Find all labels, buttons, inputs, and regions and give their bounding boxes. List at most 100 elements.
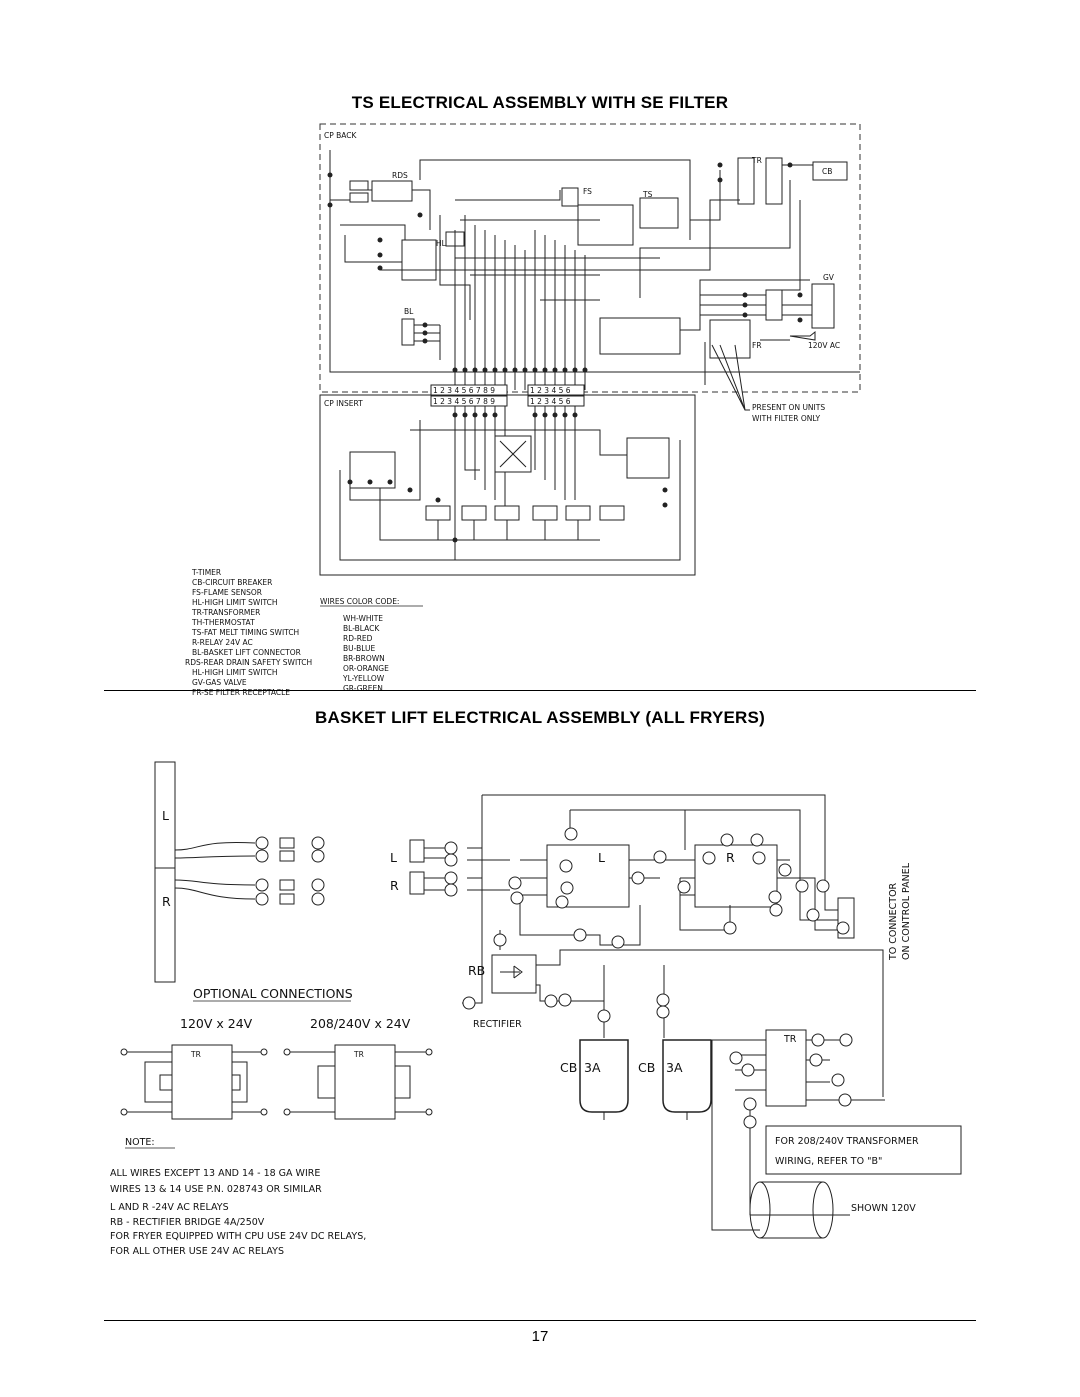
timer-right: [626, 437, 670, 479]
actuator-l-label: L: [162, 808, 169, 823]
section-divider: [104, 690, 976, 691]
tr-label: TR: [751, 156, 762, 165]
wire-color-legend: WIRES COLOR CODE: WH-WHITE BL-BLACK RD-R…: [320, 597, 423, 693]
basket-lift-schematic: L R L R L R TO CONNECTOR ON: [110, 761, 962, 1257]
optional-connections-title: OPTIONAL CONNECTIONS: [193, 986, 353, 1001]
transformer-main-label: TR: [783, 1034, 797, 1045]
transformer-note-line2: WIRING, REFER TO "B": [775, 1156, 882, 1167]
svg-text:YL-YELLOW: YL-YELLOW: [342, 674, 385, 683]
svg-text:1 2 3 4 5 6 7 8 9: 1 2 3 4 5 6 7 8 9: [433, 397, 495, 406]
terminal-strip-right: [527, 384, 585, 407]
basket-lift-connector: [401, 318, 415, 346]
svg-text:T-TIMER: T-TIMER: [191, 568, 221, 577]
note-line-6: FOR ALL OTHER USE 24V AC RELAYS: [110, 1246, 284, 1257]
filter-note-line1: PRESENT ON UNITS: [752, 403, 825, 412]
filter-note-line2: WITH FILTER ONLY: [752, 414, 821, 423]
transformer-option-208v: TR: [283, 1044, 433, 1120]
svg-text:FS-FLAME SENSOR: FS-FLAME SENSOR: [192, 588, 262, 597]
fr-voltage: 120V AC: [808, 341, 840, 350]
transformer: [737, 157, 755, 205]
svg-text:RD-RED: RD-RED: [343, 634, 373, 643]
svg-text:TH-THERMOSTAT: TH-THERMOSTAT: [191, 618, 255, 627]
note-line-2: WIRES 13 & 14 USE P.N. 028743 OR SIMILAR: [110, 1184, 322, 1195]
svg-text:TR: TR: [190, 1050, 201, 1059]
diagram-title-basket-lift: BASKET LIFT ELECTRICAL ASSEMBLY (ALL FRY…: [315, 708, 765, 727]
shown-120v-label: SHOWN 120V: [851, 1203, 916, 1214]
cb-right-label: CB: [638, 1060, 655, 1075]
page-number: 17: [531, 1328, 549, 1345]
basket-lift-actuator: [154, 761, 176, 983]
note-title: NOTE:: [125, 1137, 155, 1148]
fr-label: FR: [752, 341, 762, 350]
rb-label: RB: [468, 963, 485, 978]
rectifier-label: RECTIFIER: [473, 1019, 522, 1030]
rds-label: RDS: [392, 171, 408, 180]
note-line-1: ALL WIRES EXCEPT 13 AND 14 - 18 GA WIRE: [110, 1168, 320, 1179]
option-208v-label: 208/240V x 24V: [310, 1016, 411, 1031]
gas-valve: [811, 283, 835, 329]
terminal-strip-left: [430, 384, 508, 407]
cb-label: CB: [822, 167, 832, 176]
ts-label: TS: [642, 190, 653, 199]
transformer-option-120v: TR: [120, 1044, 268, 1120]
relay-r-upper: [577, 204, 634, 246]
svg-text:HL-HIGH LIMIT SWITCH: HL-HIGH LIMIT SWITCH: [192, 598, 278, 607]
svg-text:R-RELAY 24V AC: R-RELAY 24V AC: [192, 638, 253, 647]
fs-label: FS: [583, 187, 592, 196]
note-line-4: RB - RECTIFIER BRIDGE 4A/250V: [110, 1217, 265, 1228]
connector-label-2: ON CONTROL PANEL: [901, 862, 912, 960]
bl-label: BL: [404, 307, 414, 316]
fat-melt-timing-switch: [639, 197, 679, 229]
transformer-note-box: [765, 1125, 962, 1175]
footer-rule: [104, 1320, 976, 1321]
svg-text:RDS-REAR DRAIN SAFETY SWITCH: RDS-REAR DRAIN SAFETY SWITCH: [185, 658, 312, 667]
connector-label-1: TO CONNECTOR: [888, 882, 899, 961]
relay-l-label: L: [598, 850, 605, 865]
svg-text:CB-CIRCUIT BREAKER: CB-CIRCUIT BREAKER: [192, 578, 272, 587]
terminal-numbers-left: 1 2 3 4 5 6 7 8 9: [433, 386, 495, 395]
svg-text:BU-BLUE: BU-BLUE: [343, 644, 376, 653]
note-line-3: L AND R -24V AC RELAYS: [110, 1202, 229, 1213]
terminal-numbers-right: 1 2 3 4 5 6: [530, 386, 571, 395]
component-legend: T-TIMER CB-CIRCUIT BREAKER FS-FLAME SENS…: [185, 568, 312, 697]
cb-left-label: CB: [560, 1060, 577, 1075]
plug-l-label: L: [390, 850, 397, 865]
cp-back-enclosure: [319, 123, 861, 393]
ts-electrical-schematic: CP BACK CP INSERT RDS FS TS HL TR CB GV …: [185, 123, 861, 697]
se-filter-receptacle: [709, 319, 751, 359]
svg-text:HL-HIGH LIMIT SWITCH: HL-HIGH LIMIT SWITCH: [192, 668, 278, 677]
circuit-breaker-right: [662, 1039, 712, 1113]
svg-text:WH-WHITE: WH-WHITE: [343, 614, 383, 623]
gv-label: GV: [823, 273, 835, 282]
cp-back-label: CP BACK: [324, 131, 358, 140]
flame-sensor: [561, 187, 579, 207]
wire-color-title: WIRES COLOR CODE:: [320, 597, 399, 606]
option-120v-label: 120V x 24V: [180, 1016, 253, 1031]
cb-left-amp: 3A: [584, 1060, 601, 1075]
cp-insert-label: CP INSERT: [324, 399, 363, 408]
hl-label: HL: [436, 239, 447, 248]
timer-upper: [599, 317, 681, 355]
diagram-title-ts-electrical: TS ELECTRICAL ASSEMBLY WITH SE FILTER: [351, 93, 729, 112]
svg-text:BR-BROWN: BR-BROWN: [343, 654, 385, 663]
svg-text:TR-TRANSFORMER: TR-TRANSFORMER: [191, 608, 260, 617]
actuator-r-label: R: [162, 894, 171, 909]
transformer-main: [765, 1029, 807, 1107]
svg-text:BL-BLACK: BL-BLACK: [343, 624, 380, 633]
svg-text:TR: TR: [353, 1050, 364, 1059]
svg-text:OR-ORANGE: OR-ORANGE: [343, 664, 389, 673]
circuit-breaker-left: [579, 1039, 629, 1113]
svg-text:GR-GREEN: GR-GREEN: [343, 684, 383, 693]
relay-r-left: [401, 239, 437, 281]
note-line-5: FOR FRYER EQUIPPED WITH CPU USE 24V DC R…: [110, 1231, 366, 1242]
relay-r-label: R: [726, 850, 735, 865]
svg-text:BL-BASKET LIFT CONNECTOR: BL-BASKET LIFT CONNECTOR: [192, 648, 301, 657]
svg-text:GV-GAS VALVE: GV-GAS VALVE: [192, 678, 247, 687]
transformer-note-line1: FOR 208/240V TRANSFORMER: [775, 1136, 919, 1147]
plug-r-label: R: [390, 878, 399, 893]
rds-switch: [371, 180, 413, 202]
actuator-connectors: [255, 836, 325, 906]
svg-text:FR-SE FILTER RECEPTACLE: FR-SE FILTER RECEPTACLE: [192, 688, 290, 697]
svg-text:TS-FAT MELT TIMING SWITCH: TS-FAT MELT TIMING SWITCH: [191, 628, 299, 637]
svg-text:1 2 3 4 5 6: 1 2 3 4 5 6: [530, 397, 571, 406]
